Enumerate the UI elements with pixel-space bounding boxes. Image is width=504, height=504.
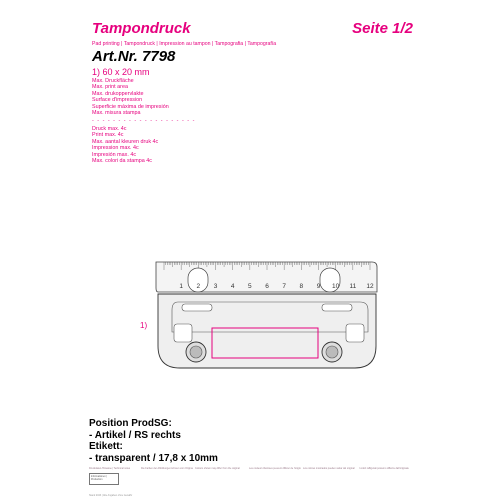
color-label: Max. aantal kleuren druk 4c xyxy=(92,138,159,145)
color-labels: Druck max. 4c Print max. 4c Max. aantal … xyxy=(92,126,158,164)
ruler-number: 5 xyxy=(248,283,252,290)
page-title: Tampondruck xyxy=(92,20,191,37)
color-label: Impresión max. 4c xyxy=(92,151,137,158)
footer-column: Die Farben der Abbildungen können vom Or… xyxy=(141,467,193,470)
color-label: Impression max. 4c xyxy=(92,145,139,152)
ruler-number: 6 xyxy=(265,283,269,290)
position-line: - transparent / 17,8 x 10mm xyxy=(89,452,218,464)
footer-bottom: Stand 2023 | Alle Angaben ohne Gewähr xyxy=(89,494,133,497)
print-area-marker: 1) xyxy=(140,321,148,330)
ruler-number: 10 xyxy=(332,283,340,290)
print-size: 1) 60 x 20 mm xyxy=(92,67,150,77)
ruler-number: 4 xyxy=(231,283,235,290)
position-line: - Artikel / RS rechts xyxy=(89,429,181,441)
article-number: Art.Nr. 7798 xyxy=(92,48,176,65)
page-number: Seite 1/2 xyxy=(352,20,413,37)
ruler-number: 11 xyxy=(349,283,356,290)
ruler-number: 12 xyxy=(366,283,374,290)
position-info: Position ProdSG: - Artikel / RS rechts E… xyxy=(89,418,218,464)
print-area-label: Max. misura stampa xyxy=(92,110,141,117)
color-label: Druck max. 4c xyxy=(92,126,127,132)
color-label: Print max. 4c xyxy=(92,132,124,139)
ruler-number: 9 xyxy=(317,283,321,290)
ruler-number: 8 xyxy=(300,283,304,290)
footer-column: Colours shown may differ from the origin… xyxy=(195,467,240,470)
print-area-label: Surface d'impression xyxy=(92,97,143,104)
position-line: Etikett: xyxy=(89,441,123,452)
subtitle: Pad printing | Tampondruck | Impression … xyxy=(92,41,277,47)
print-area-label: Max. Druckfläche xyxy=(92,78,134,84)
ruler-number: 7 xyxy=(282,283,286,290)
print-area-labels: Max. Druckfläche Max. print area Max. dr… xyxy=(92,78,169,116)
separator: - - - - - - - - - - - - - - - - - - - - xyxy=(92,118,196,124)
position-line: Position ProdSG: xyxy=(89,418,172,429)
color-label: Max. colori da stampa 4c xyxy=(92,158,152,165)
footer-row: Druckdaten-Hinweise | Technical notes Di… xyxy=(89,467,415,497)
print-area-label: Superficie máxima de impresión xyxy=(92,103,169,110)
ruler-number: 1 xyxy=(179,283,183,290)
footer-column: I colori raffigurati possono differire d… xyxy=(359,467,409,470)
print-area-label: Max. drukoppervlakte xyxy=(92,90,144,97)
footer-column: Druckdaten-Hinweise | Technical notes xyxy=(89,467,131,470)
ruler-number: 2 xyxy=(197,283,201,290)
footer-note: Informationen | Production xyxy=(89,473,119,485)
ruler-number: 3 xyxy=(214,283,218,290)
footer-column: Los colores mostrados pueden variar del … xyxy=(303,467,355,470)
print-area-label: Max. print area xyxy=(92,84,128,91)
footer-column: Les couleurs illustrées peuvent différer… xyxy=(249,467,301,470)
